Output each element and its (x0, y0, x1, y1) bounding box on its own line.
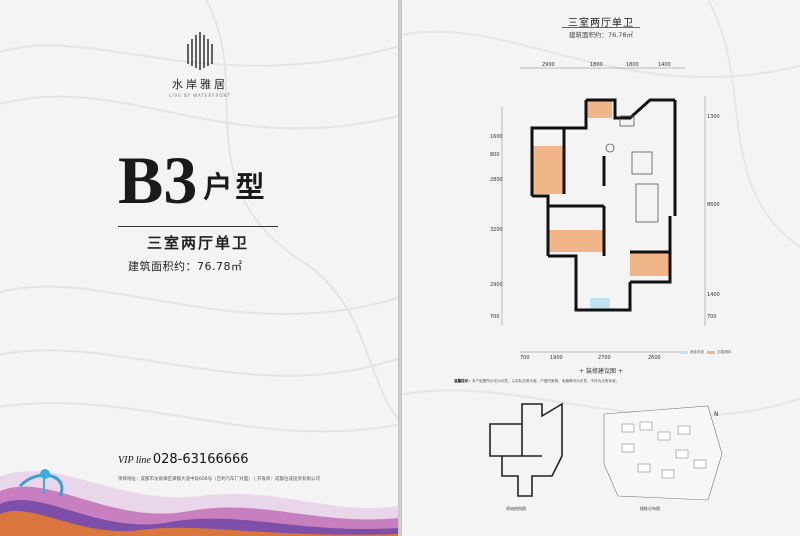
dim-left: 2900 (490, 282, 503, 288)
plan-title: 三室两厅单卫 (568, 18, 634, 29)
dim-right: 1300 (707, 114, 720, 120)
layout-subtitle: 三室两厅单卫 (146, 234, 249, 252)
walls (530, 98, 677, 312)
dim-left: 800 (490, 152, 500, 158)
dim-right: 8600 (707, 202, 720, 208)
brand-logo: 水岸雅居 LIVE BY WATERFRONT (152, 30, 248, 98)
dim-left: 1600 (490, 134, 503, 140)
legend: 墙体改造 加建墙体 (680, 350, 731, 355)
dim-top: 2900 (542, 62, 555, 68)
plan-title-divider (562, 27, 640, 28)
vip-phone: 028-63166666 (152, 452, 249, 467)
toilet-outline (605, 143, 615, 153)
vip-label: VIP line (118, 455, 151, 466)
dim-bottom: 1900 (550, 355, 563, 361)
unit-suffix: 户型 (203, 170, 268, 204)
dim-top: 1800 (590, 62, 603, 68)
right-page: 三室两厅单卫 建筑面积约：76.78㎡ 2900 1800 1800 1400 … (402, 0, 800, 536)
right-dimensions: 1300 8600 1400 700 (707, 114, 720, 320)
top-dimensions: 2900 1800 1800 1400 (542, 62, 671, 68)
bedroom-1-floor (532, 146, 564, 194)
floor-plan: 2900 1800 1800 1400 700 1900 2700 2600 1… (490, 62, 720, 361)
bottom-dimensions: 700 1900 2700 2600 (520, 355, 661, 361)
kitchen-floor (586, 100, 612, 118)
compass-icon: N (714, 411, 719, 418)
balcony-floor (590, 298, 610, 310)
background-swirl-right (402, 0, 800, 417)
master-bedroom-floor (630, 252, 670, 276)
dining-table-outline (631, 151, 653, 175)
project-address: 项目地址：成都市龙泉驿区驿都大道中段606号（吉利汽车厂对面） | 开发商：成都… (118, 477, 320, 482)
logo-subtitle: LIVE BY WATERFRONT (169, 93, 231, 98)
legend-swatch-orange (707, 350, 716, 354)
dim-bottom: 700 (520, 355, 530, 361)
site-caption: 楼栋分布图 (640, 506, 660, 511)
legend-label: 加建墙体 (717, 350, 732, 354)
tips-label: 温馨提示： (454, 379, 472, 383)
legend-label: 墙体改造 (690, 350, 704, 354)
legend-swatch-blue (680, 350, 688, 354)
original-structure-plan (489, 402, 563, 497)
dim-right: 1400 (707, 292, 720, 298)
dim-top: 1800 (626, 62, 639, 68)
dim-left: 3200 (490, 227, 503, 233)
background-swirl (0, 0, 398, 433)
dim-top: 1400 (658, 62, 671, 68)
bedroom-2-floor (548, 230, 604, 252)
floor-area: 建筑面积约：76.78㎡ (128, 260, 243, 273)
left-dimensions: 1600 800 2800 3200 2900 700 (490, 134, 503, 320)
logo-mark-icon (187, 32, 213, 70)
sofa-outline (635, 183, 659, 223)
title-divider (118, 226, 278, 227)
plan-caption: 原始结构图 (506, 506, 526, 511)
dim-left: 700 (490, 314, 500, 320)
unit-code: B3 (118, 142, 198, 218)
decorative-wave (0, 469, 398, 536)
renovation-label: + 装修建议图 + (579, 368, 623, 375)
dim-bottom: 2600 (648, 355, 661, 361)
dim-left: 2800 (490, 177, 503, 183)
plan-area: 建筑面积约：76.78㎡ (568, 31, 634, 39)
dim-bottom: 2700 (598, 355, 611, 361)
dim-right: 700 (707, 314, 717, 320)
site-distribution-plan: N (603, 405, 723, 501)
tips-text: 本户型图所示仅为示意，以实际交房为准。户型内家具、电器等均为示意，不作为交房标准… (471, 379, 620, 383)
sink-outline (619, 115, 635, 127)
logo-name: 水岸雅居 (172, 78, 228, 91)
tips-note: 温馨提示：本户型图所示仅为示意，以实际交房为准。户型内家具、电器等均为示意，不作… (454, 379, 774, 383)
